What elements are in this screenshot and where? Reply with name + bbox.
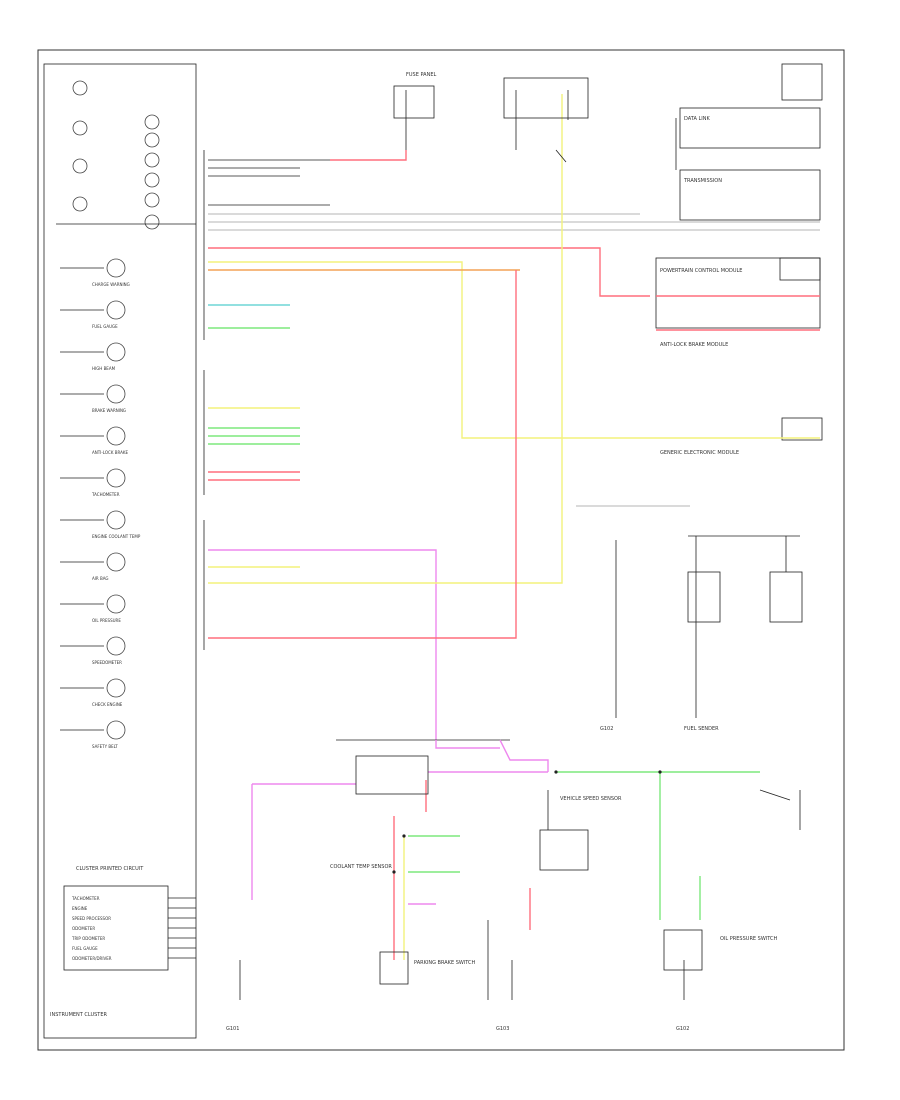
oil-pressure-label: OIL PRESSURE SWITCH (720, 936, 778, 942)
gauge-symbol (106, 384, 126, 404)
cluster-circuit-label: CLUSTER PRINTED CIRCUIT (76, 866, 144, 872)
gauge-symbol (106, 720, 126, 740)
gauge-symbol (106, 552, 126, 572)
cluster-top-indicators (56, 80, 196, 230)
gauge-label: HIGH BEAM (92, 366, 116, 371)
module-line-label: TACHOMETER (71, 896, 100, 901)
gauge-label: TACHOMETER (91, 492, 120, 497)
cluster-gauges: CHARGE WARNING FUEL GAUGE HIGH BEAM BRAKE W… (60, 258, 141, 749)
module-label-transmission: TRANSMISSION (683, 178, 722, 184)
module-line-label: TRIP ODOMETER (71, 936, 105, 941)
lower-components: G101 PARKING BRAKE SWITCH G103 OIL PRESS… (226, 755, 778, 1032)
gauge-symbol (106, 300, 126, 320)
ground-right-label: G102 (676, 1026, 689, 1032)
sender-ground-left: G102 (600, 726, 613, 732)
gauge-label: CHARGE WARNING (92, 282, 130, 287)
gauge-label: SAFETY BELT (92, 744, 118, 749)
gauge-symbol (106, 342, 126, 362)
diagram-frame (37, 49, 845, 1051)
gauge-label: BRAKE WARNING (92, 408, 126, 413)
gauge-symbol (106, 258, 126, 278)
gauge-symbol (106, 636, 126, 656)
gauge-symbol (106, 510, 126, 530)
lower-wiring (239, 739, 801, 1000)
gauge-symbol (106, 426, 126, 446)
gauge-symbol (106, 468, 126, 488)
gauge-label: SPEEDOMETER (92, 660, 122, 665)
gauge-label: FUEL GAUGE (92, 324, 118, 329)
module-line-label: ODOMETER/DRIVER (72, 956, 112, 961)
cluster-wires (208, 94, 820, 740)
gauge-label: ENGINE COOLANT TEMP (92, 534, 141, 539)
cluster-footer-label: INSTRUMENT CLUSTER (50, 1012, 108, 1018)
sender-section: G102 FUEL SENDER (576, 505, 803, 732)
gauge-label: ANTI-LOCK BRAKE (92, 450, 128, 455)
instrument-cluster-box (43, 63, 197, 1039)
cluster-module-lines: TACHOMETER ENGINE SPEED PROCESSOR ODOMETER T… (71, 896, 196, 961)
module-line-label: ENGINE (72, 906, 88, 911)
ground-center-label: G103 (496, 1026, 509, 1032)
module-label-tail: DATA LINK (684, 116, 710, 122)
gauge-label: AIR BAG (92, 576, 108, 581)
speed-sensor-label: VEHICLE SPEED SENSOR (560, 796, 622, 802)
module-line-label: SPEED PROCESSOR (72, 916, 111, 921)
top-fuse-section: FUSE PANEL (330, 72, 589, 163)
right-modules: DATA LINK TRANSMISSION POWERTRAIN CONTRO… (640, 63, 823, 456)
gauge-symbol (106, 678, 126, 698)
coolant-sensor-label: COOLANT TEMP SENSOR (330, 864, 392, 870)
module-line-label: FUEL GAUGE (72, 946, 98, 951)
ground-left-label: G101 (226, 1026, 239, 1032)
parking-brake-label: PARKING BRAKE SWITCH (414, 960, 476, 966)
module-label-gem: GENERIC ELECTRONIC MODULE (660, 450, 739, 456)
module-label-abs: ANTI-LOCK BRAKE MODULE (660, 342, 728, 348)
module-label-pcm: POWERTRAIN CONTROL MODULE (660, 268, 742, 274)
module-line-label: ODOMETER (72, 926, 95, 931)
gauge-label: OIL PRESSURE (92, 618, 121, 623)
top-fuse-label: FUSE PANEL (406, 72, 436, 78)
gauge-label: CHECK ENGINE (92, 702, 123, 707)
sender-fuel-label: FUEL SENDER (684, 726, 719, 732)
gauge-symbol (106, 594, 126, 614)
